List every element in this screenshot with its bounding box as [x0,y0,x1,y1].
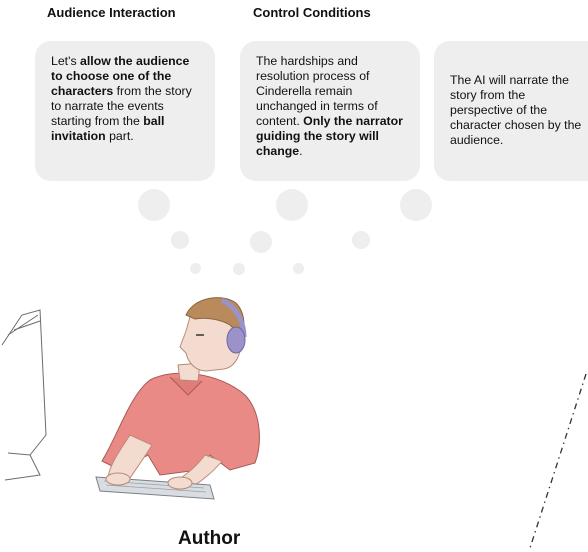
thought-dot [138,189,170,221]
thought-dot [293,263,304,274]
bubble-text: The AI will narrate the story from the p… [450,72,582,147]
monitor-illustration [1,309,47,481]
thought-dot [171,231,189,249]
heading-audience-interaction: Audience Interaction [47,5,176,20]
thought-dot [400,189,432,221]
bubble-text: The hardships and resolution process of … [256,54,403,158]
thought-dot [276,189,308,221]
thought-bubble-audience-interaction: Let's allow the audience to choose one o… [35,41,215,181]
thought-bubble-ai-narration: The AI will narrate the story from the p… [434,41,588,181]
thought-dot [250,231,272,253]
thought-bubble-control-conditions: The hardships and resolution process of … [240,41,420,181]
bubble-text: Let's allow the audience to choose one o… [51,54,192,143]
author-illustration [1,297,260,500]
thought-dot [190,263,201,274]
thought-dot [352,231,370,249]
author-label: Author [178,528,241,549]
dashed-connector [529,373,587,549]
heading-control-conditions: Control Conditions [253,5,371,20]
thought-dot [233,263,245,275]
